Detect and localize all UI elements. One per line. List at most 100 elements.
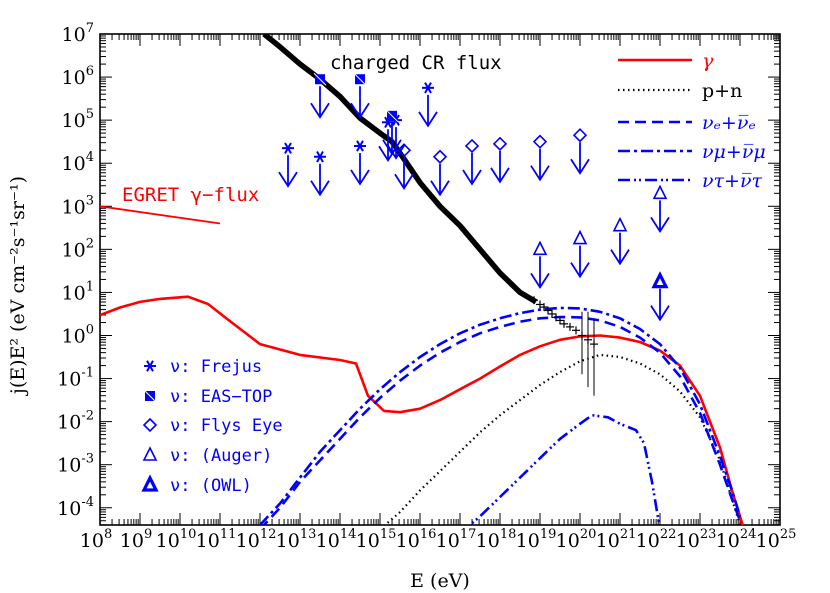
marker-flyseye [572, 128, 588, 143]
marker-flyseye [432, 149, 448, 164]
neutrino-limits [278, 72, 670, 322]
marker-bold-triangle [141, 474, 159, 492]
marker-cross [385, 109, 399, 123]
x-tick-label: 1019 [516, 527, 557, 552]
x-axis-label: E (eV) [410, 570, 470, 592]
marker-eastop [385, 109, 399, 123]
x-tick-label: 1018 [476, 527, 517, 552]
y-tick-label: 10-3 [57, 452, 94, 477]
marker-flyseye [396, 143, 412, 158]
y-tick-label: 104 [62, 150, 94, 175]
x-tick-label: 1025 [756, 527, 797, 552]
marker-auger [142, 446, 158, 461]
marker-cross [353, 72, 367, 86]
y-tick-label: 103 [62, 193, 94, 218]
limit-arrow-head [530, 165, 550, 182]
marker-diamond [396, 143, 412, 158]
y-tick-label: 10-1 [57, 366, 94, 391]
legend-label-pn: p+n [702, 80, 742, 102]
series-cr [262, 34, 538, 305]
marker-cross [143, 389, 157, 403]
marker-owl [141, 474, 159, 492]
series-numu [259, 306, 742, 525]
limit-arrow-head [570, 158, 590, 175]
marker-eastop [353, 72, 367, 86]
marker-flyseye [532, 134, 548, 149]
marker-frejus [354, 140, 366, 152]
x-tick-label: 1021 [596, 527, 637, 552]
marker-star-arm [284, 142, 292, 154]
y-tick-label: 10-2 [57, 409, 94, 434]
marker-triangle [652, 184, 668, 200]
limit-arrow-head [430, 180, 450, 197]
annotation-egret-flux: EGRET γ−flux [122, 184, 259, 206]
limit-legend-eastop: ν: EAS−TOP [170, 387, 272, 407]
x-tick-label: 1012 [236, 527, 277, 552]
legend-label-numu: νμ+ν̅μ [702, 141, 766, 163]
legend-label-nutau: ντ+ν̅τ [702, 170, 763, 192]
marker-auger [652, 184, 668, 200]
limit-legend-frejus: ν: Frejus [170, 357, 262, 377]
x-tick-label: 1023 [676, 527, 717, 552]
x-tick-label: 108 [80, 527, 112, 552]
limit-legend-owl: ν: (OWL) [170, 476, 252, 496]
marker-diamond [464, 138, 480, 154]
marker-triangle [532, 240, 548, 256]
marker-bold-triangle [651, 271, 669, 289]
axis-ticks [99, 34, 780, 526]
limit-arrow-head [278, 171, 298, 188]
marker-triangle [612, 216, 628, 232]
x-tick-label: 1024 [716, 527, 757, 552]
limit-legend-flyseye: ν: Flys Eye [170, 416, 283, 436]
x-tick-label: 109 [120, 527, 152, 552]
x-tick-label: 1010 [156, 527, 197, 552]
marker-owl [651, 271, 669, 289]
y-tick-label: 105 [62, 107, 94, 132]
x-tick-label: 1011 [196, 527, 237, 552]
marker-diamond [432, 149, 448, 164]
marker-flyseye [142, 417, 158, 433]
marker-star-arm [316, 151, 324, 163]
marker-auger [532, 240, 548, 256]
marker-auger [572, 229, 588, 245]
limit-arrow-head [570, 262, 590, 279]
limit-arrow-head [418, 111, 438, 128]
limit-arrow-head [382, 139, 402, 156]
x-tick-label: 1013 [276, 527, 317, 552]
marker-star-arm [424, 82, 432, 94]
series-nutau [468, 413, 661, 525]
y-tick-label: 102 [62, 236, 94, 261]
y-tick-label: 100 [62, 322, 94, 347]
marker-star-arm [146, 360, 154, 372]
series-egret [100, 205, 221, 225]
limit-arrow-head [462, 169, 482, 186]
marker-diamond [532, 134, 548, 149]
marker-frejus [282, 142, 294, 154]
limit-arrow-head [386, 143, 406, 160]
limit-arrow-head [650, 216, 670, 234]
y-tick-label: 10-4 [57, 495, 94, 520]
limit-arrow-head [350, 102, 370, 119]
limit-arrow-head [610, 249, 630, 266]
legend-label-gamma: γ [702, 50, 714, 72]
limit-arrow-head [530, 272, 550, 290]
marker-frejus [422, 82, 434, 94]
y-axis-label: j(E)E² (eV cm⁻²s⁻¹sr⁻¹) [7, 176, 29, 396]
x-tick-label: 1016 [396, 527, 437, 552]
marker-diamond [142, 417, 158, 433]
marker-auger [612, 216, 628, 232]
marker-cross [313, 72, 327, 86]
marker-triangle [572, 229, 588, 245]
limit-arrow-head [310, 180, 330, 197]
marker-eastop [143, 389, 157, 403]
x-tick-label: 1014 [316, 527, 357, 552]
y-tick-label: 107 [62, 21, 94, 46]
marker-diamond [572, 128, 588, 143]
x-tick-label: 1017 [436, 527, 477, 552]
marker-flyseye [492, 136, 508, 151]
x-tick-label: 1022 [636, 527, 677, 552]
legend-label-nue: νₑ+ν̅ₑ [702, 112, 756, 134]
marker-triangle [142, 446, 158, 461]
